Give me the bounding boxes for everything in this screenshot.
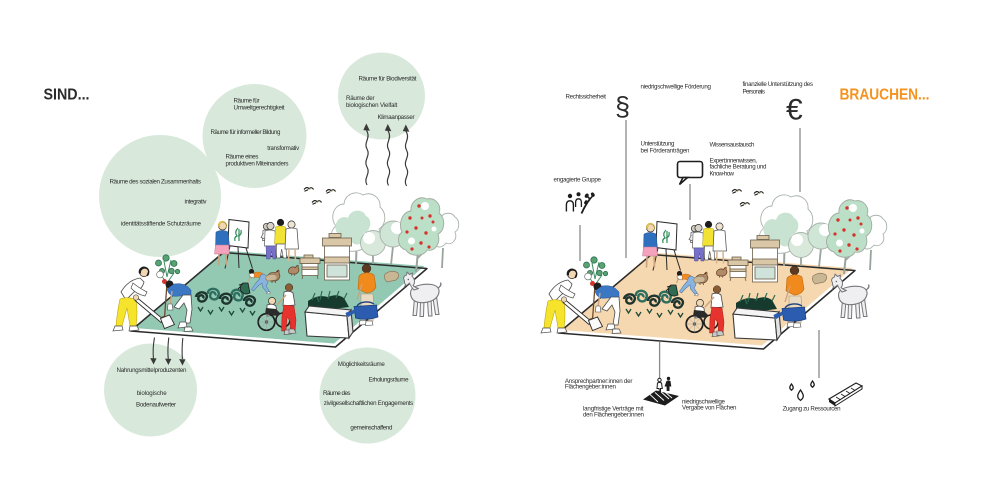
svg-text:Unterstützung: Unterstützung (641, 141, 676, 148)
svg-text:Flächengeber:innen: Flächengeber:innen (565, 383, 617, 390)
svg-text:Möglichkeitsräume: Möglichkeitsräume (338, 361, 386, 368)
svg-text:integrativ: integrativ (185, 199, 208, 206)
svg-text:transformativ: transformativ (267, 145, 300, 152)
svg-text:bei Förderanträgen: bei Förderanträgen (641, 147, 691, 154)
svg-text:SIND...: SIND... (44, 87, 90, 104)
svg-text:finanzielle Unterstützung des: finanzielle Unterstützung des (743, 81, 814, 88)
svg-text:Vergabe von Flächen: Vergabe von Flächen (682, 405, 737, 412)
svg-text:Wissensaustausch: Wissensaustausch (710, 141, 756, 148)
svg-text:Räume für Biodiversität: Räume für Biodiversität (359, 76, 417, 83)
svg-text:niedrigschwellige: niedrigschwellige (682, 398, 726, 405)
svg-text:niedrigschwellige Förderung: niedrigschwellige Förderung (641, 83, 712, 90)
svg-text:den Flächengeber:innen: den Flächengeber:innen (583, 412, 645, 419)
svg-text:langfristige Verträge mit: langfristige Verträge mit (583, 406, 644, 413)
svg-text:Räume der: Räume der (346, 95, 375, 102)
svg-text:engagierte Gruppe: engagierte Gruppe (554, 177, 602, 184)
svg-text:biologische: biologische (137, 390, 168, 397)
svg-text:Personals: Personals (743, 89, 766, 96)
svg-text:Expert:innenwissen,: Expert:innenwissen, (710, 157, 758, 164)
svg-text:produktiven Miteinanders: produktiven Miteinanders (226, 160, 289, 167)
svg-text:Klimaanpasser: Klimaanpasser (378, 114, 415, 121)
svg-text:Erholungsräume: Erholungsräume (369, 377, 410, 384)
svg-text:identitätsstiftende Schutzräu: identitätsstiftende Schutzräume (121, 221, 202, 228)
svg-text:Räume des sozialen Zusammenhal: Räume des sozialen Zusammenhalts (110, 179, 202, 186)
svg-text:Rechtssicherheit: Rechtssicherheit (566, 93, 607, 100)
svg-text:Nahrungsmittelproduzenten: Nahrungsmittelproduzenten (117, 367, 188, 374)
svg-text:Ansprechpartner:innen der: Ansprechpartner:innen der (565, 378, 633, 385)
svg-text:Räume für informeller Bildung: Räume für informeller Bildung (211, 129, 282, 136)
svg-text:§: § (615, 92, 630, 122)
svg-text:€: € (786, 94, 803, 127)
svg-text:biologischen Vielfalt: biologischen Vielfalt (346, 102, 398, 109)
svg-text:Know-how: Know-how (710, 170, 735, 177)
svg-text:Umweltgerechtigkeit: Umweltgerechtigkeit (234, 105, 285, 112)
svg-text:BRAUCHEN...: BRAUCHEN... (840, 87, 930, 104)
svg-text:Räume des: Räume des (323, 390, 351, 397)
svg-text:gemeinschaffend: gemeinschaffend (350, 425, 393, 432)
svg-text:zivilgesellschaftlichen Engage: zivilgesellschaftlichen Engagements (324, 400, 414, 407)
svg-text:Bodenaufwerter: Bodenaufwerter (136, 402, 176, 409)
svg-text:fachliche Beratung und: fachliche Beratung und (710, 163, 768, 170)
svg-text:Räume eines: Räume eines (226, 154, 259, 161)
svg-text:Zugang zu Ressourcen: Zugang zu Ressourcen (783, 406, 842, 413)
svg-text:Räume für: Räume für (234, 98, 260, 105)
